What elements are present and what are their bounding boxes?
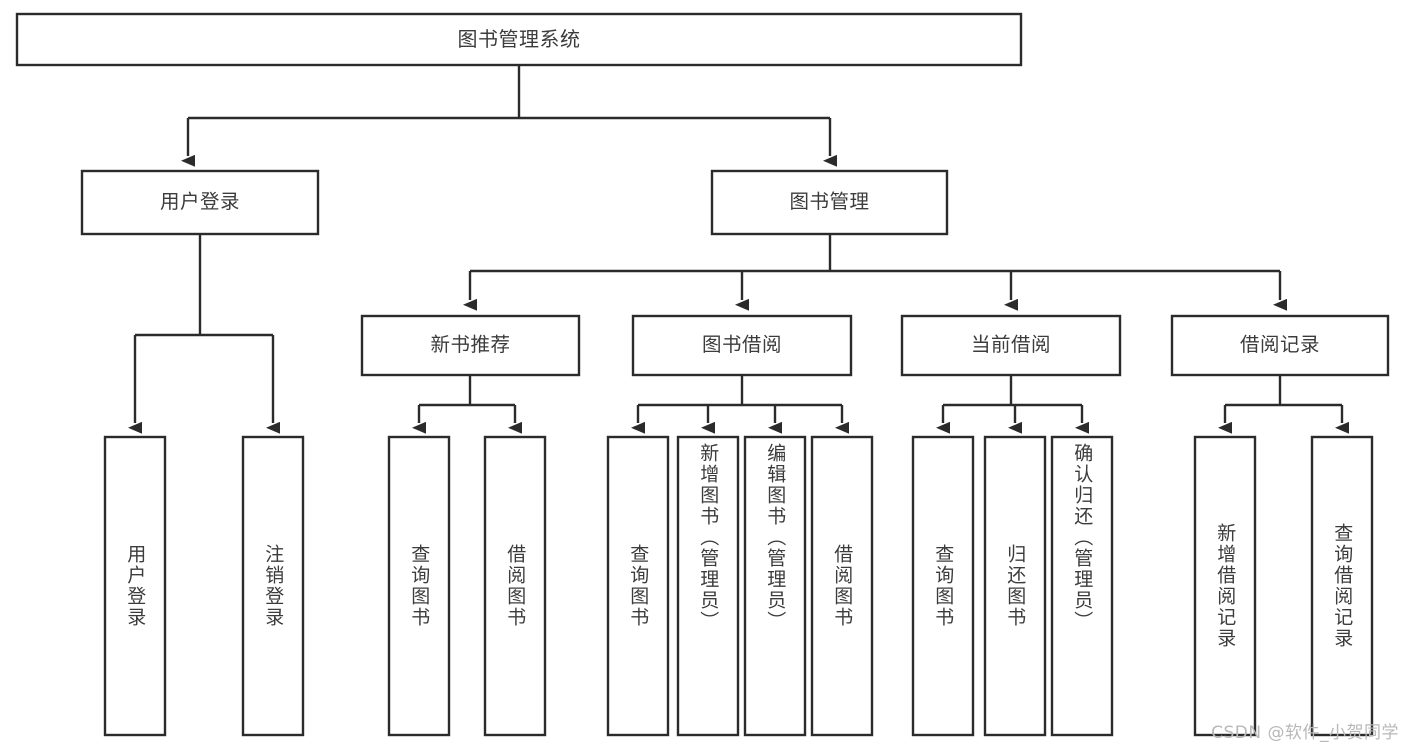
node-user-login-box[interactable] [80,169,320,236]
node-current-borrow-box[interactable] [900,314,1122,377]
node-leaf-box[interactable] [1193,435,1257,737]
node-book-borrow-box[interactable] [631,314,853,377]
node-leaf-box[interactable] [483,435,547,737]
node-leaf-box[interactable] [810,435,874,737]
node-new-book-recommend-box[interactable] [360,314,581,377]
node-book-manage-box[interactable] [710,169,949,236]
node-leaf-box[interactable] [743,435,807,737]
node-leaf-box[interactable] [241,435,305,737]
node-leaf-box[interactable] [983,435,1047,737]
node-leaf-box[interactable] [911,435,975,737]
node-root-box[interactable] [15,12,1023,67]
node-leaf-box[interactable] [1310,435,1374,737]
node-leaf-box[interactable] [1050,435,1114,737]
node-leaf-box[interactable] [387,435,451,737]
node-leaf-box[interactable] [606,435,670,737]
node-leaf-box[interactable] [103,435,167,737]
watermark: CSDN @软件_小贺同学 [1211,723,1399,743]
node-borrow-record-box[interactable] [1170,314,1390,377]
node-leaf-box[interactable] [676,435,740,737]
